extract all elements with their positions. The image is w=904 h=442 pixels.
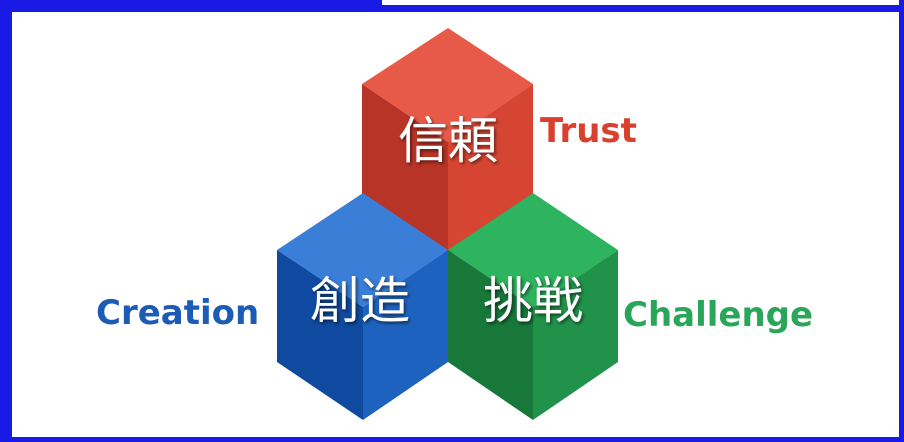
creation-label: Creation: [96, 293, 259, 333]
trust-kanji: 信頼: [398, 112, 498, 170]
frame-border-right: [899, 0, 904, 442]
creation-cube: 創造: [277, 193, 448, 420]
challenge-label: Challenge: [623, 295, 813, 335]
challenge-cube-right-face: [533, 250, 618, 420]
trust-cube-right-face: [448, 84, 533, 256]
challenge-kanji: 挑戦: [483, 272, 583, 330]
trust-cube-top-face: [362, 28, 533, 142]
trust-label: Trust: [540, 111, 637, 151]
challenge-cube: 挑戦: [448, 193, 618, 420]
frame-border-left: [0, 0, 12, 442]
creation-cube-left-face: [277, 250, 363, 420]
challenge-cube-left-face: [448, 250, 533, 420]
creation-cube-right-face: [363, 250, 448, 420]
creation-cube-top-face: [277, 193, 448, 307]
creation-kanji: 創造: [310, 272, 410, 330]
frame-border-bottom: [0, 437, 904, 442]
frame-border-gap: [382, 0, 904, 5]
